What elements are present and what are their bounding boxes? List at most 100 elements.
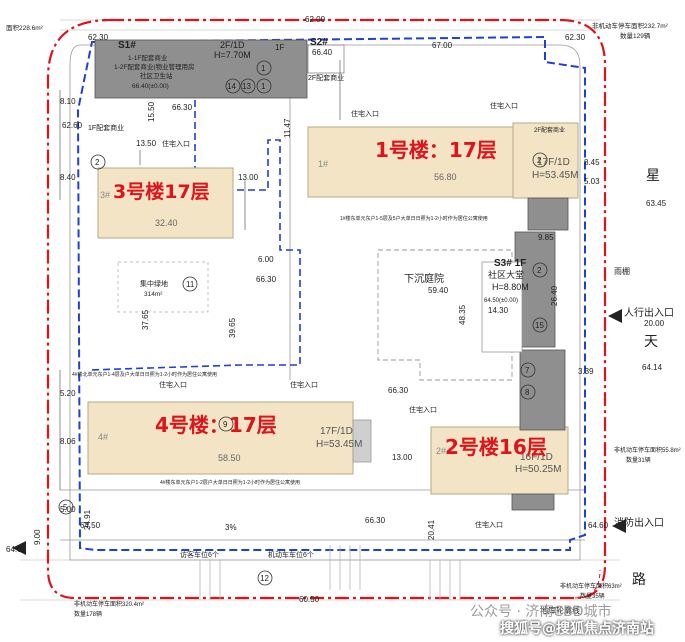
s1-line3: 社区卫生站: [140, 71, 173, 80]
circle-14: 14: [227, 82, 236, 91]
b1-height: H=53.45M: [532, 170, 578, 181]
s3-elev: 64.50(±0.00): [484, 298, 518, 304]
elev-62-30: 62.30: [88, 33, 109, 42]
elev-66-40: 66.40: [312, 48, 333, 57]
dim-24-91: 24.91: [83, 509, 92, 530]
elev-66-30-mid: 66.30: [388, 386, 409, 395]
dim-48-35: 48.35: [458, 304, 467, 325]
dim-3pct: 3%: [225, 523, 237, 532]
inner-lines: [60, 44, 585, 561]
green-name: 集中绿地: [140, 279, 168, 288]
circle-15: 15: [535, 321, 544, 330]
building-4: [87, 401, 354, 475]
s3-tag: S3# 1F: [494, 258, 526, 269]
area-top-left: 面积228.6m²: [6, 23, 44, 32]
elev-63-45: 63.45: [646, 199, 667, 208]
dim-39-65: 39.65: [228, 317, 237, 338]
s1-tag: S1#: [118, 40, 136, 51]
canopy-label: 雨棚: [614, 266, 630, 276]
b1-tag: 1#: [318, 159, 328, 169]
circle-markers: [58, 60, 548, 586]
area-bottom-right-1: 非机动车停车面积63m²: [560, 582, 622, 590]
b4-floors: 17F/1D: [320, 426, 353, 437]
building-2: [430, 426, 569, 495]
b4-height: H=53.45M: [316, 439, 362, 450]
s1-elev: 66.40(±0.00): [132, 83, 169, 90]
elev-66-30-bottom: 66.30: [365, 516, 386, 525]
site-boundary-red: [46, 18, 607, 600]
guest-parking: 访客车位6个: [180, 550, 219, 559]
dimension-lines: [59, 60, 341, 490]
elev-66-30-top: 66.30: [172, 103, 193, 112]
dim-5-20: 5.20: [60, 389, 76, 398]
elev-64-60: 64.60: [588, 521, 609, 530]
dim-9-85: 9.85: [538, 233, 554, 242]
label-building-3: 3号楼17层: [113, 181, 210, 203]
area-top-right-1: 非机动车停车面积232.7m²: [592, 21, 669, 30]
pedestrian-entrance: 人行出入口: [624, 306, 674, 319]
circle-13: 13: [242, 82, 251, 91]
entrance-res-1: 住宅入口: [351, 109, 379, 118]
s2-tag: S2#: [310, 37, 328, 48]
b1-note: 1#楼东单元东户1-5层及5户大单日日照为1-2小时作为居住公寓使用: [340, 215, 488, 222]
s1-height: H=7.70M: [214, 50, 251, 60]
entrance-res-6: 住宅入口: [409, 405, 437, 414]
road-east-2: 天: [644, 333, 658, 349]
circle-2c: 2: [537, 266, 542, 275]
fire-entrance: 消防出入口: [614, 516, 664, 529]
circle-2b: 2: [537, 156, 542, 165]
building-1: [307, 126, 514, 198]
entrance-arrows: [12, 309, 626, 555]
s3-height: H=8.80M: [492, 282, 529, 292]
b3-tag: 3#: [100, 190, 110, 200]
entrance-res-4: 住宅入口: [159, 380, 187, 389]
dim-5-03: 5.03: [584, 177, 600, 186]
dim-26-40: 26.40: [550, 285, 559, 306]
building-3: [97, 167, 234, 239]
circle-11: 11: [186, 280, 195, 289]
dim-8-45: 8.45: [584, 158, 600, 167]
dim-11-47: 11.47: [283, 118, 292, 138]
basement-outline-label: 地库轮廓线: [540, 605, 580, 615]
dim-8-40: 8.40: [60, 173, 76, 182]
b3-elev: 32.40: [155, 218, 178, 228]
entrance-res-3: 住宅入口: [162, 139, 190, 148]
dim-20-00: 20.00: [644, 319, 665, 328]
elev-66-30: 66.30: [256, 275, 277, 284]
b1-elev: 56.80: [434, 172, 457, 182]
motor-parking: 机动车车位6个: [268, 550, 314, 559]
dim-8-10: 8.10: [60, 97, 76, 106]
b1-shop-right: 2F配套商业: [534, 126, 565, 134]
b2-tag: 2#: [436, 446, 446, 456]
s1-line1: 1-1F配套商业: [128, 53, 168, 62]
drawing-texts: S1# 2F/1D H=7.70M 1F 1-1F配套商业 1-2F配套商业(物…: [6, 15, 681, 618]
b1-shop: 2F配套商业: [308, 73, 344, 82]
courtyard-label: 下沉庭院: [404, 272, 444, 285]
circle-9: 9: [223, 420, 228, 429]
circle-8: 8: [525, 388, 530, 397]
building-s1: [94, 39, 308, 99]
area-bottom-left-2: 数量178辆: [74, 610, 102, 618]
dim-5-00: 5.00: [60, 505, 76, 514]
area-bottom-left-1: 非机动车停车面积320.4m²: [74, 600, 144, 608]
elev-59-40: 59.40: [428, 286, 449, 295]
building-s2-outline: [307, 44, 345, 74]
b4-note2: 4#楼东单元东户1-2层户大单日日照为1-2小时作为居住公寓使用: [160, 479, 300, 486]
dim-20-41: 20.41: [427, 519, 436, 540]
b4-tag: 4#: [98, 432, 108, 442]
elev-62-30-right: 62.30: [565, 33, 586, 42]
entrance-res-5: 住宅入口: [290, 380, 318, 389]
b4-elev: 58.50: [218, 453, 241, 463]
elev-62-00: 62.00: [305, 15, 326, 24]
dim-8-06: 8.06: [60, 437, 76, 446]
elev-62-60: 62.60: [62, 121, 83, 130]
s1-floors: 2F/1D: [220, 40, 245, 50]
elev-60-50: 60.50: [299, 595, 320, 604]
dim-9-00: 9.00: [33, 529, 42, 545]
watermark-line1: 公众号 · 济南CBD城市: [470, 604, 612, 620]
dim-13-50: 13.50: [136, 139, 157, 148]
elev-64-14: 64.14: [642, 363, 663, 372]
s1-line2: 1-2F配套商业(物业管理用房: [114, 62, 195, 71]
